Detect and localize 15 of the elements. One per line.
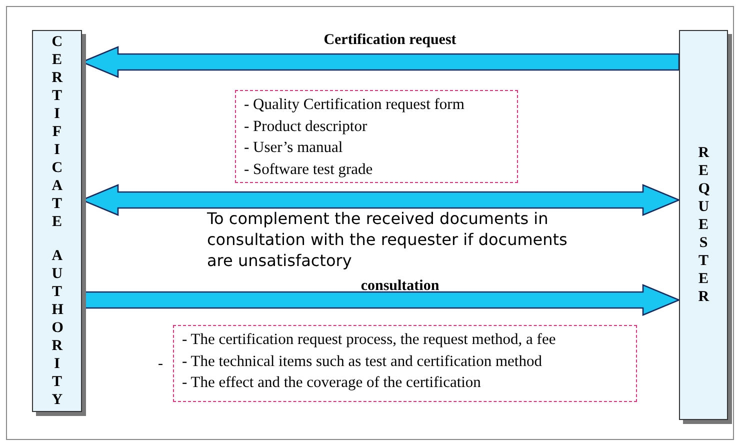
list-item: - The effect and the coverage of the certification [182, 373, 482, 393]
vertical-label: CERTIFICATE AUTHORITY [52, 33, 62, 409]
edge-label: consultation [360, 278, 440, 295]
list-item: - Software test grade [244, 160, 374, 180]
list-item: - Quality Certification request form [244, 95, 466, 115]
edge-label: Certification request [324, 32, 456, 49]
list-item: - The certification request process, the request method, a fee [182, 330, 557, 350]
edge-label: To complement the received documents in consultation with the requester if documents are unsatisfactory [207, 208, 568, 271]
list-item: - Product descriptor [244, 116, 368, 136]
list-item: - User’s manual [244, 138, 344, 158]
document-list-box [173, 325, 637, 402]
text-label: - [158, 356, 163, 373]
list-item: - The technical items such as test and certification method [182, 352, 543, 372]
vertical-label: REQUESTER [698, 144, 709, 306]
document-list-box [235, 90, 518, 183]
